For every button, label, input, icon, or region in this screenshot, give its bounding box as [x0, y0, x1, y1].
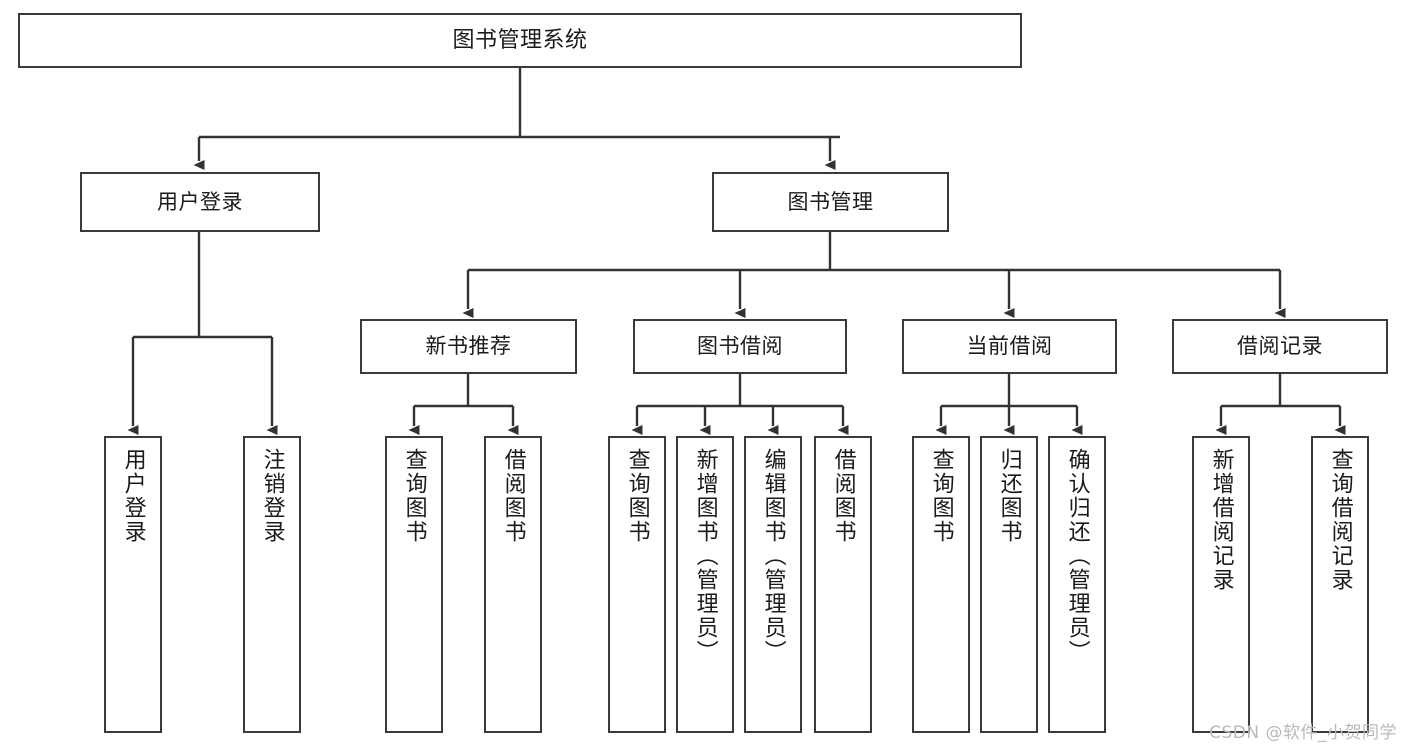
leaf-add-borrow-record[interactable]: 新增借阅记录 — [1192, 436, 1250, 733]
node-book-borrow[interactable]: 图书借阅 — [633, 319, 847, 374]
leaf-query-borrow-record-label: 查询借阅记录 — [1327, 448, 1353, 592]
leaf-return-book[interactable]: 归还图书 — [980, 436, 1038, 733]
node-root-system-label: 图书管理系统 — [452, 27, 588, 53]
node-user-login-label: 用户登录 — [157, 189, 243, 214]
leaf-query-book-current-label: 查询图书 — [928, 448, 954, 544]
leaf-edit-book-admin-label: 编辑图书（管理员） — [760, 448, 786, 664]
leaf-query-borrow-record[interactable]: 查询借阅记录 — [1311, 436, 1369, 733]
leaf-add-book-admin-label: 新增图书（管理员） — [692, 448, 718, 664]
node-borrow-record[interactable]: 借阅记录 — [1172, 319, 1388, 374]
leaf-add-book-admin[interactable]: 新增图书（管理员） — [676, 436, 734, 733]
leaf-user-login-label: 用户登录 — [120, 448, 146, 544]
leaf-return-book-label: 归还图书 — [996, 448, 1022, 544]
leaf-borrow-book-borrow-label: 借阅图书 — [830, 448, 856, 544]
leaf-query-book-recommend-label: 查询图书 — [401, 448, 427, 544]
leaf-query-book-recommend[interactable]: 查询图书 — [385, 436, 443, 733]
leaf-borrow-book-borrow[interactable]: 借阅图书 — [814, 436, 872, 733]
leaf-borrow-book-recommend-label: 借阅图书 — [500, 448, 526, 544]
leaf-logout-login-label: 注销登录 — [259, 448, 285, 544]
csdn-watermark: CSDN @软件_小贺同学 — [1209, 723, 1397, 743]
leaf-add-borrow-record-label: 新增借阅记录 — [1208, 448, 1234, 592]
node-book-borrow-label: 图书借阅 — [697, 334, 783, 359]
leaf-user-login[interactable]: 用户登录 — [104, 436, 162, 733]
node-borrow-record-label: 借阅记录 — [1237, 334, 1323, 359]
node-user-login[interactable]: 用户登录 — [80, 172, 320, 232]
node-book-management[interactable]: 图书管理 — [712, 172, 949, 232]
leaf-query-book-borrow-label: 查询图书 — [624, 448, 650, 544]
leaf-logout-login[interactable]: 注销登录 — [243, 436, 301, 733]
leaf-confirm-return-admin[interactable]: 确认归还（管理员） — [1048, 436, 1106, 733]
leaf-query-book-borrow[interactable]: 查询图书 — [608, 436, 666, 733]
node-new-book-recommend[interactable]: 新书推荐 — [360, 319, 577, 374]
node-root-system[interactable]: 图书管理系统 — [18, 13, 1022, 68]
leaf-query-book-current[interactable]: 查询图书 — [912, 436, 970, 733]
node-new-book-recommend-label: 新书推荐 — [425, 334, 512, 359]
leaf-confirm-return-admin-label: 确认归还（管理员） — [1064, 448, 1090, 664]
node-current-borrow-label: 当前借阅 — [966, 334, 1053, 359]
node-book-management-label: 图书管理 — [787, 189, 874, 214]
node-current-borrow[interactable]: 当前借阅 — [902, 319, 1117, 374]
leaf-edit-book-admin[interactable]: 编辑图书（管理员） — [744, 436, 802, 733]
leaf-borrow-book-recommend[interactable]: 借阅图书 — [484, 436, 542, 733]
